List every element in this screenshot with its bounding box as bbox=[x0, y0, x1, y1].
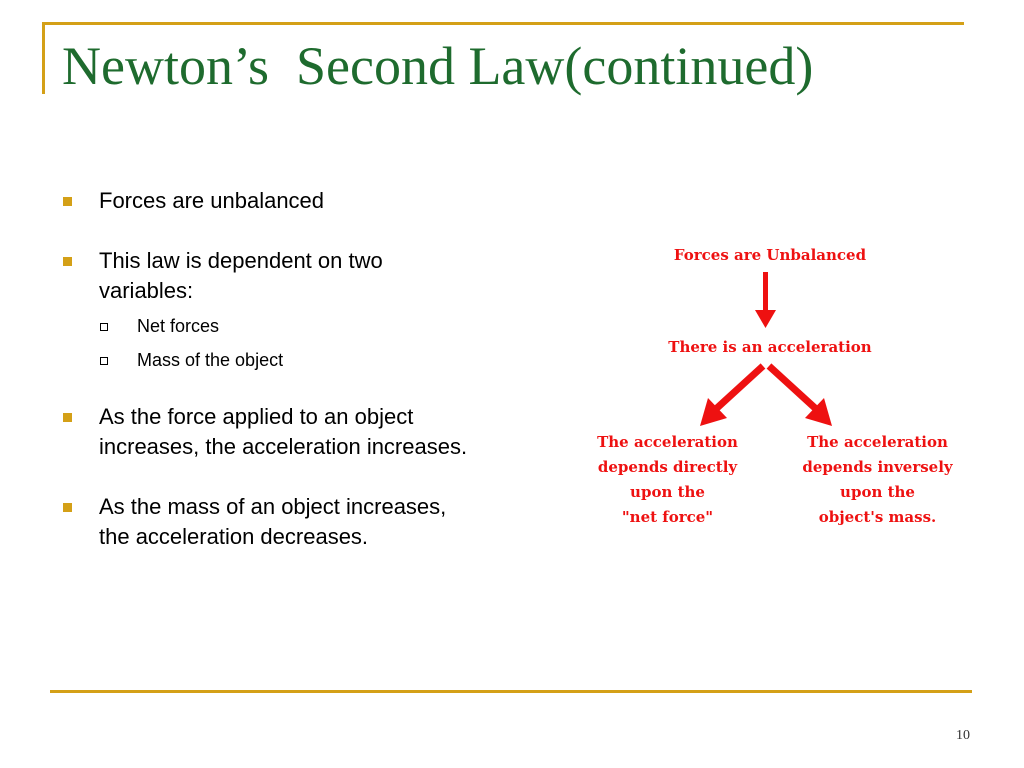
slide-title: Newton’s Second Law(continued) bbox=[62, 36, 814, 96]
sub-bullet-text: Mass of the object bbox=[137, 350, 284, 370]
arrow-down-right-icon bbox=[766, 363, 832, 426]
bullet-text: As the mass of an object increases, the … bbox=[99, 494, 447, 549]
bullet-item: This law is dependent on two variables: … bbox=[60, 246, 480, 372]
diagram-arrows bbox=[700, 272, 832, 426]
frame-top-rule bbox=[42, 22, 964, 25]
square-bullet-icon bbox=[63, 257, 72, 266]
flow-diagram: Forces are Unbalanced There is an accele… bbox=[580, 236, 970, 546]
diagram-node-middle: There is an acceleration bbox=[668, 338, 872, 356]
bullet-list: Forces are unbalanced This law is depend… bbox=[60, 186, 480, 552]
square-bullet-icon bbox=[63, 413, 72, 422]
frame-left-accent bbox=[42, 22, 45, 94]
bullet-text: This law is dependent on two variables: bbox=[99, 248, 383, 303]
diagram-node-left: The acceleration depends directly upon t… bbox=[597, 433, 738, 526]
frame-bottom-rule bbox=[50, 690, 972, 693]
bullet-text: Forces are unbalanced bbox=[99, 188, 325, 213]
arrow-down-left-icon bbox=[700, 363, 766, 426]
page-number: 10 bbox=[956, 728, 970, 743]
sub-bullet-list: Net forces Mass of the object bbox=[99, 314, 480, 372]
hollow-square-bullet-icon bbox=[100, 323, 108, 331]
square-bullet-icon bbox=[63, 197, 72, 206]
diagram-node-top: Forces are Unbalanced bbox=[673, 246, 867, 264]
square-bullet-icon bbox=[63, 503, 72, 512]
bullet-text: As the force applied to an object increa… bbox=[99, 404, 468, 459]
arrow-down-icon bbox=[755, 272, 776, 328]
sub-bullet-item: Mass of the object bbox=[99, 348, 480, 372]
sub-bullet-text: Net forces bbox=[137, 316, 220, 336]
sub-bullet-item: Net forces bbox=[99, 314, 480, 338]
bullet-item: As the force applied to an object increa… bbox=[60, 402, 480, 462]
hollow-square-bullet-icon bbox=[100, 357, 108, 365]
bullet-item: Forces are unbalanced bbox=[60, 186, 480, 216]
bullet-item: As the mass of an object increases, the … bbox=[60, 492, 480, 552]
diagram-node-right: The acceleration depends inversely upon … bbox=[802, 433, 953, 526]
